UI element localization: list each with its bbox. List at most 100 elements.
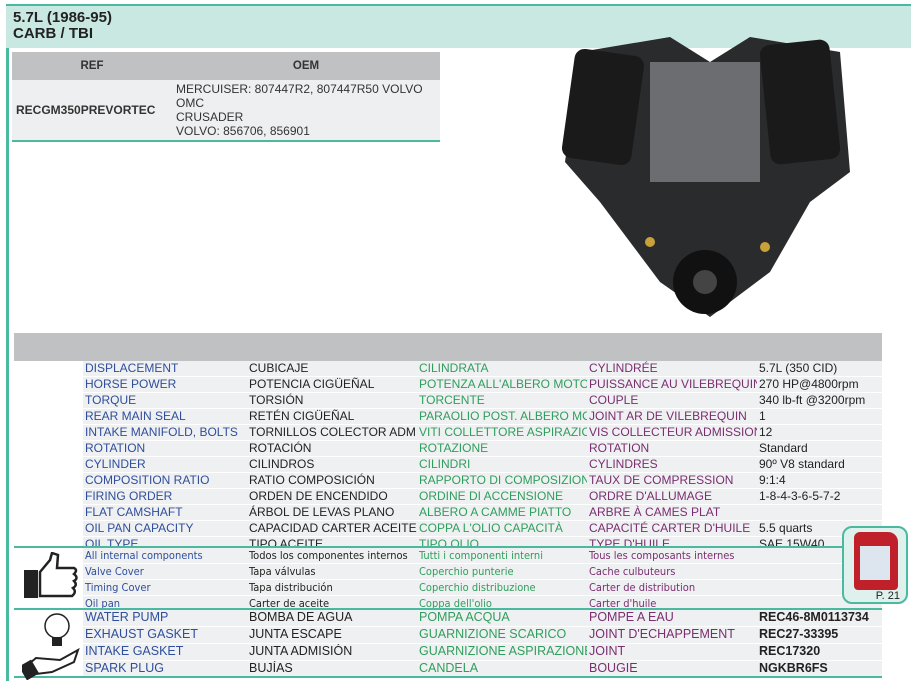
italian-cell: PARAOLIO POST. ALBERO MOTORE bbox=[417, 408, 587, 425]
spanish-cell: Tapa válvulas bbox=[247, 563, 417, 580]
english-cell: REAR MAIN SEAL bbox=[83, 408, 247, 425]
value-cell: 12 bbox=[757, 424, 882, 441]
spanish-cell: ÁRBOL DE LEVAS PLANO bbox=[247, 504, 417, 521]
icon-cell bbox=[14, 392, 83, 409]
value-cell: REC27-33395 bbox=[757, 626, 882, 644]
oem-line: OMC bbox=[176, 96, 204, 110]
english-cell: EXHAUST GASKET bbox=[83, 626, 247, 644]
italian-cell: COPPA L'OLIO CAPACITÀ bbox=[417, 520, 587, 537]
icon-cell bbox=[14, 424, 83, 441]
italian-cell: GUARNIZIONE ASPIRAZIONE bbox=[417, 643, 587, 661]
value-cell: 90º V8 standard bbox=[757, 456, 882, 473]
italian-cell: CANDELA bbox=[417, 660, 587, 678]
french-cell: ROTATION bbox=[587, 440, 757, 457]
french-cell: ORDRE D'ALLUMAGE bbox=[587, 488, 757, 505]
value-cell: 1 bbox=[757, 408, 882, 425]
italian-cell: Tutti i componenti interni bbox=[417, 547, 587, 564]
value-cell: NGKBR6FS bbox=[757, 660, 882, 678]
english-cell: Oil pan bbox=[83, 595, 247, 612]
italian-cell: POTENZA ALL'ALBERO MOTORE bbox=[417, 376, 587, 393]
value-cell bbox=[757, 504, 882, 521]
value-cell: REC46-8M0113734 bbox=[757, 609, 882, 627]
spanish-cell: CILINDROS bbox=[247, 456, 417, 473]
french-cell: Carter de distribution bbox=[587, 579, 757, 596]
value-cell: 9:1:4 bbox=[757, 472, 882, 489]
french-cell: CYLINDRES bbox=[587, 456, 757, 473]
english-cell: Valve Cover bbox=[83, 563, 247, 580]
english-cell: INTAKE MANIFOLD, BOLTS bbox=[83, 424, 247, 441]
page-header: 5.7L (1986-95) CARB / TBI bbox=[6, 4, 911, 48]
english-cell: COMPOSITION RATIO bbox=[83, 472, 247, 489]
value-cell: Standard bbox=[757, 440, 882, 457]
oil-product-callout[interactable]: P. 21 bbox=[842, 526, 908, 604]
french-cell: Carter d'huile bbox=[587, 595, 757, 612]
french-cell: JOINT bbox=[587, 643, 757, 661]
value-cell: 270 HP@4800rpm bbox=[757, 376, 882, 393]
spanish-cell: POTENCIA CIGÜEÑAL bbox=[247, 376, 417, 393]
icon-cell bbox=[14, 456, 83, 473]
oil-bottle-image bbox=[854, 532, 898, 590]
french-cell: BOUGIE bbox=[587, 660, 757, 678]
spanish-cell: CUBICAJE bbox=[247, 361, 417, 377]
page-reference: P. 21 bbox=[875, 590, 900, 602]
french-cell: CYLINDRÉE bbox=[587, 361, 757, 377]
spanish-cell: ROTACIÓN bbox=[247, 440, 417, 457]
icon-cell bbox=[14, 488, 83, 505]
english-cell: ROTATION bbox=[83, 440, 247, 457]
spanish-cell: Todos los componentes internos bbox=[247, 547, 417, 564]
italian-cell: ALBERO A CAMME PIATTO bbox=[417, 504, 587, 521]
english-cell: FLAT CAMSHAFT bbox=[83, 504, 247, 521]
english-cell: TORQUE bbox=[83, 392, 247, 409]
italian-cell: ORDINE DI ACCENSIONE bbox=[417, 488, 587, 505]
english-cell: SPARK PLUG bbox=[83, 660, 247, 678]
italian-cell: TORCENTE bbox=[417, 392, 587, 409]
icon-cell bbox=[14, 408, 83, 425]
english-cell: INTAKE GASKET bbox=[83, 643, 247, 661]
italian-cell: CILINDRATA bbox=[417, 361, 587, 377]
french-cell: PUISSANCE AU VILEBREQUIN bbox=[587, 376, 757, 393]
icon-cell bbox=[14, 472, 83, 489]
french-cell: JOINT D'ECHAPPEMENT bbox=[587, 626, 757, 644]
ref-header: REF bbox=[12, 52, 172, 80]
french-cell: VIS COLLECTEUR ADMISSION bbox=[587, 424, 757, 441]
lightbulb-hand-icon bbox=[22, 613, 80, 680]
french-cell: Cache culbuteurs bbox=[587, 563, 757, 580]
oem-line: MERCUISER: 807447R2, 807447R50 VOLVO bbox=[176, 82, 423, 96]
spanish-cell: CAPACIDAD CARTER ACEITE bbox=[247, 520, 417, 537]
ref-code: RECGM350PREVORTEC bbox=[12, 80, 172, 142]
spanish-cell: BUJÍAS bbox=[247, 660, 417, 678]
spanish-cell: BOMBA DE AGUA bbox=[247, 609, 417, 627]
thumbs-up-icon bbox=[24, 552, 78, 598]
oem-line: VOLVO: 856706, 856901 bbox=[176, 124, 310, 138]
italian-cell: Coppa dell'olio bbox=[417, 595, 587, 612]
english-cell: OIL PAN CAPACITY bbox=[83, 520, 247, 537]
icon-cell bbox=[14, 376, 83, 393]
italian-cell: VITI COLLETTORE ASPIRAZIONE bbox=[417, 424, 587, 441]
italian-cell: Coperchio punterie bbox=[417, 563, 587, 580]
oem-line: CRUSADER bbox=[176, 110, 244, 124]
italian-cell: CILINDRI bbox=[417, 456, 587, 473]
english-cell: DISPLACEMENT bbox=[83, 361, 247, 377]
icon-cell bbox=[14, 520, 83, 537]
spanish-cell: JUNTA ESCAPE bbox=[247, 626, 417, 644]
spanish-cell: RATIO COMPOSICIÓN bbox=[247, 472, 417, 489]
italian-cell: Coperchio distribuzione bbox=[417, 579, 587, 596]
english-cell: All internal components bbox=[83, 547, 247, 564]
value-cell: 5.7L (350 CID) bbox=[757, 361, 882, 377]
